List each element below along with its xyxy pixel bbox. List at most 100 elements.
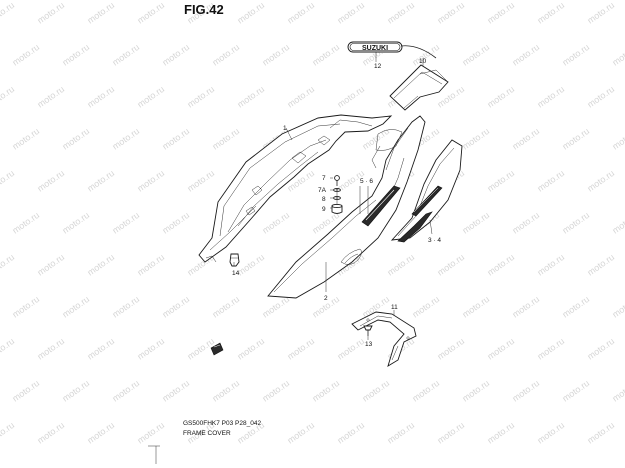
callout-14: 14	[232, 270, 240, 277]
watermark-text: moto.ru	[385, 252, 416, 278]
watermark-text: moto.ru	[185, 84, 216, 110]
watermark-text: moto.ru	[110, 210, 141, 236]
watermark-text: moto.ru	[160, 294, 191, 320]
part-7-bolt	[334, 175, 340, 186]
watermark-text: moto.ru	[510, 42, 541, 68]
watermark-layer: moto.ru moto.ru moto.ru moto.ru moto.ru moto.…	[0, 0, 625, 446]
watermark-text: moto.ru	[335, 420, 366, 446]
watermark-text: moto.ru	[385, 420, 416, 446]
part-11-badge: SUZUKI	[347, 41, 437, 59]
callout-3-4: 3 · 4	[428, 237, 441, 244]
watermark-text: moto.ru	[485, 168, 516, 194]
callouts: 12 10 1 14 2 5 · 6 3 · 4 7 7A 8 9 11 13	[232, 58, 441, 348]
watermark-text: moto.ru	[35, 420, 66, 446]
watermark-text: moto.ru	[585, 0, 616, 26]
watermark-text: moto.ru	[610, 294, 625, 320]
watermark-text: moto.ru	[310, 378, 341, 404]
watermark-text: moto.ru	[535, 252, 566, 278]
watermark-text: moto.ru	[260, 210, 291, 236]
watermark-text: moto.ru	[535, 168, 566, 194]
watermark-text: moto.ru	[0, 168, 16, 194]
part-12-bracket	[351, 311, 417, 367]
watermark-text: moto.ru	[10, 294, 41, 320]
watermark-text: moto.ru	[485, 0, 516, 26]
watermark-text: moto.ru	[0, 336, 16, 362]
watermark-text: moto.ru	[110, 378, 141, 404]
callout-2: 2	[324, 295, 328, 302]
watermark-text: moto.ru	[585, 168, 616, 194]
watermark-text: moto.ru	[0, 84, 16, 110]
watermark-text: moto.ru	[485, 252, 516, 278]
watermark-text: moto.ru	[535, 0, 566, 26]
watermark-text: moto.ru	[235, 84, 266, 110]
watermark-text: moto.ru	[210, 294, 241, 320]
watermark-text: moto.ru	[160, 42, 191, 68]
callout-5-6: 5 · 6	[360, 178, 373, 185]
watermark-text: moto.ru	[210, 126, 241, 152]
watermark-text: moto.ru	[485, 84, 516, 110]
watermark-text: moto.ru	[160, 126, 191, 152]
watermark-text: moto.ru	[560, 42, 591, 68]
watermark-text: moto.ru	[260, 42, 291, 68]
watermark-text: moto.ru	[510, 378, 541, 404]
watermark-text: moto.ru	[0, 420, 16, 446]
watermark-text: moto.ru	[10, 378, 41, 404]
callout-12: 11	[391, 304, 398, 311]
small-clip	[210, 342, 224, 356]
corner-mark	[148, 445, 160, 464]
watermark-text: moto.ru	[135, 84, 166, 110]
watermark-text: moto.ru	[560, 378, 591, 404]
watermark-text: moto.ru	[360, 378, 391, 404]
callout-11: 12	[374, 63, 382, 70]
figure-caption: FRAME COVER	[183, 430, 231, 437]
part-1-seat-cover	[198, 114, 393, 263]
watermark-text: moto.ru	[535, 84, 566, 110]
watermark-text: moto.ru	[235, 0, 266, 26]
callout-7: 7	[322, 175, 326, 182]
part-10-tail-cover	[389, 64, 449, 111]
watermark-text: moto.ru	[285, 84, 316, 110]
watermark-text: moto.ru	[460, 210, 491, 236]
part-13-screw	[363, 325, 373, 336]
watermark-text: moto.ru	[510, 294, 541, 320]
watermark-text: moto.ru	[60, 126, 91, 152]
watermark-text: moto.ru	[510, 126, 541, 152]
watermark-text: moto.ru	[560, 210, 591, 236]
watermark-text: moto.ru	[85, 168, 116, 194]
callout-13: 13	[365, 341, 373, 348]
watermark-text: moto.ru	[60, 294, 91, 320]
watermark-text: moto.ru	[310, 42, 341, 68]
watermark-text: moto.ru	[535, 336, 566, 362]
watermark-text: moto.ru	[35, 0, 66, 26]
figure-code: GS500FHK7 P03 P28_042	[183, 420, 261, 427]
watermark-text: moto.ru	[85, 0, 116, 26]
watermark-text: moto.ru	[460, 126, 491, 152]
part-8-washer	[333, 195, 341, 201]
part-3-4-side-panel	[390, 139, 463, 243]
watermark-text: moto.ru	[510, 210, 541, 236]
leader-lines	[233, 52, 433, 340]
watermark-text: moto.ru	[260, 294, 291, 320]
part-2-side-cover	[267, 115, 426, 299]
watermark-text: moto.ru	[335, 336, 366, 362]
callout-1: 1	[283, 125, 287, 132]
watermark-text: moto.ru	[385, 0, 416, 26]
watermark-text: moto.ru	[135, 336, 166, 362]
watermark-text: moto.ru	[560, 294, 591, 320]
watermark-text: moto.ru	[85, 420, 116, 446]
watermark-text: moto.ru	[135, 252, 166, 278]
watermark-text: moto.ru	[135, 420, 166, 446]
watermark-text: moto.ru	[585, 336, 616, 362]
watermark-text: moto.ru	[585, 84, 616, 110]
watermark-text: moto.ru	[235, 336, 266, 362]
watermark-text: moto.ru	[135, 168, 166, 194]
watermark-text: moto.ru	[185, 168, 216, 194]
watermark-text: moto.ru	[485, 420, 516, 446]
watermark-text: moto.ru	[610, 126, 625, 152]
watermark-text: moto.ru	[210, 378, 241, 404]
watermark-text: moto.ru	[85, 252, 116, 278]
callout-8: 8	[322, 196, 326, 203]
watermark-text: moto.ru	[60, 378, 91, 404]
watermark-text: moto.ru	[435, 420, 466, 446]
